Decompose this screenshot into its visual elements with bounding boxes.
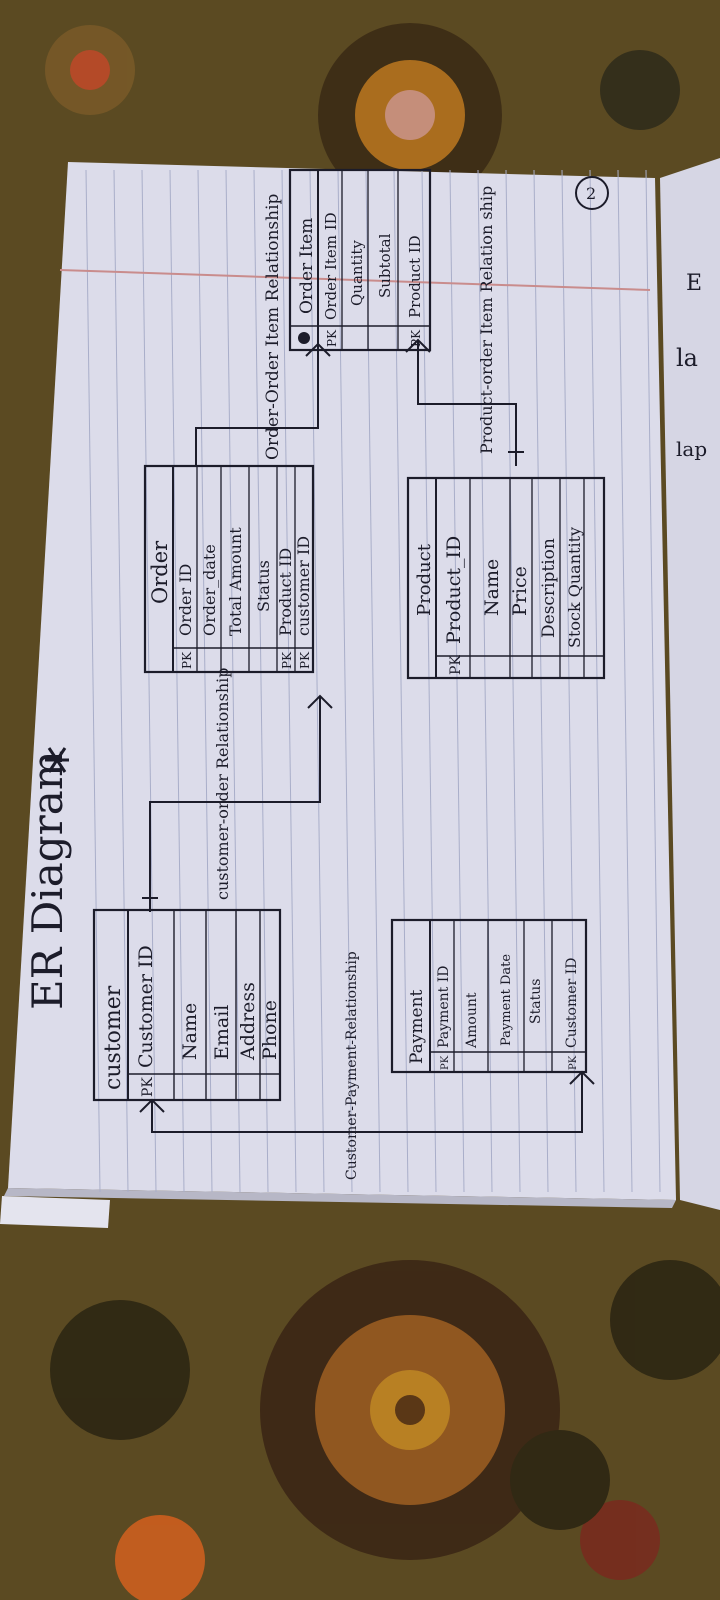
right-page-text: lap <box>676 437 707 461</box>
attribute: Order_date <box>200 544 219 636</box>
attribute: Customer ID <box>564 958 580 1048</box>
relationship-label: Order-Order Item Relationship <box>263 193 283 460</box>
right-page <box>660 158 720 1210</box>
crowfoot-icon <box>569 1070 595 1085</box>
margin-line <box>59 269 651 291</box>
attribute: Product ID <box>276 548 295 636</box>
title-doodle-icon <box>45 747 69 773</box>
crowfoot-icon <box>305 342 331 357</box>
page-number: 2 <box>586 184 596 203</box>
rule-line <box>477 169 493 1193</box>
entity-order: Order PK Order ID Order_date Total Amoun… <box>143 464 315 674</box>
key-label: PK <box>440 1055 451 1070</box>
page-number-circle <box>575 176 609 210</box>
attribute: Name <box>481 559 503 616</box>
rule-lines <box>85 169 661 1193</box>
customer-order-line <box>149 696 321 912</box>
attribute: Payment Date <box>499 954 514 1046</box>
entity-product: Product PK Product_ID Name Price Descrip… <box>406 476 606 680</box>
key-label: PK <box>180 651 194 669</box>
attribute: customer ID <box>294 536 313 636</box>
rule-line <box>169 169 185 1193</box>
attribute: Subtotal <box>376 233 394 298</box>
relationship-lines <box>139 338 595 1133</box>
key-label: PK <box>448 655 464 675</box>
rule-line <box>645 169 661 1193</box>
entity-payment: Payment PK Payment ID Amount Payment Dat… <box>390 918 588 1074</box>
rule-line <box>533 169 549 1193</box>
attribute: Amount <box>464 992 480 1049</box>
attribute: Payment ID <box>436 966 452 1048</box>
rule-line <box>337 169 353 1193</box>
crowfoot-icon <box>139 1098 165 1113</box>
right-page-text: la <box>676 344 698 372</box>
rule-line <box>589 169 605 1193</box>
key-label: PK <box>568 1055 579 1070</box>
entity-name: Payment <box>407 989 427 1064</box>
right-page-text: E <box>686 271 702 296</box>
entity-name: Order Item <box>297 218 317 314</box>
key-label: PK <box>325 329 339 347</box>
rule-line <box>113 169 129 1193</box>
diagram-title: ER Diagram <box>23 750 72 1010</box>
rule-line <box>141 169 157 1193</box>
rule-line <box>197 169 213 1193</box>
relationship-label: customer-order Relationship <box>213 668 232 901</box>
customer-payment-line <box>151 1072 583 1133</box>
key-label: PK <box>140 1077 156 1097</box>
rule-line <box>85 169 101 1193</box>
attribute: Address <box>237 982 259 1061</box>
attribute: Customer ID <box>135 945 157 1068</box>
entity-customer: customer PK Customer ID Name Email Addre… <box>92 908 282 1102</box>
rule-line <box>561 169 577 1193</box>
key-label: PK <box>280 651 294 669</box>
page-edge-shadow <box>4 1188 676 1208</box>
rule-line <box>393 169 409 1193</box>
key-label: PK <box>298 651 312 669</box>
rule-line <box>309 169 325 1193</box>
attribute: Product_ID <box>443 536 465 644</box>
attribute: Total Amount <box>226 527 245 636</box>
attribute: Phone <box>259 1000 281 1060</box>
attribute: Name <box>179 1003 201 1060</box>
attribute: Description <box>539 538 559 638</box>
attribute: Status <box>528 979 544 1024</box>
attribute: Stock Quantity <box>565 527 584 648</box>
fabric-pattern <box>45 23 720 1600</box>
attribute: Product ID <box>406 235 424 318</box>
rule-line <box>449 169 465 1193</box>
product-orderitem-line <box>417 340 517 466</box>
entity-name: Order <box>148 540 172 604</box>
attribute: Status <box>254 560 273 612</box>
rule-line <box>421 169 437 1193</box>
attribute: Price <box>509 566 531 616</box>
relationship-label: Product-order Item Relation ship <box>477 186 496 454</box>
rule-line <box>281 169 297 1193</box>
entity-order-item: Order Item PK Order Item ID Quantity Sub… <box>288 168 432 352</box>
entity-name: Product <box>414 543 435 616</box>
rule-line <box>505 169 521 1193</box>
rule-line <box>617 169 633 1193</box>
under-page <box>0 1196 110 1228</box>
attribute: Order Item ID <box>322 212 340 320</box>
order-orderitem-line <box>195 344 319 466</box>
crowfoot-icon <box>307 694 333 709</box>
rule-line <box>253 169 269 1193</box>
attribute: Email <box>211 1005 233 1060</box>
crowfoot-icon <box>405 338 431 353</box>
entity-name: customer <box>101 985 126 1090</box>
scribble-icon <box>298 332 310 344</box>
relationship-label: Customer-Payment-Relationship <box>344 951 360 1180</box>
attribute: Quantity <box>348 240 366 306</box>
attribute: Order ID <box>176 564 195 636</box>
rule-line <box>225 169 241 1193</box>
